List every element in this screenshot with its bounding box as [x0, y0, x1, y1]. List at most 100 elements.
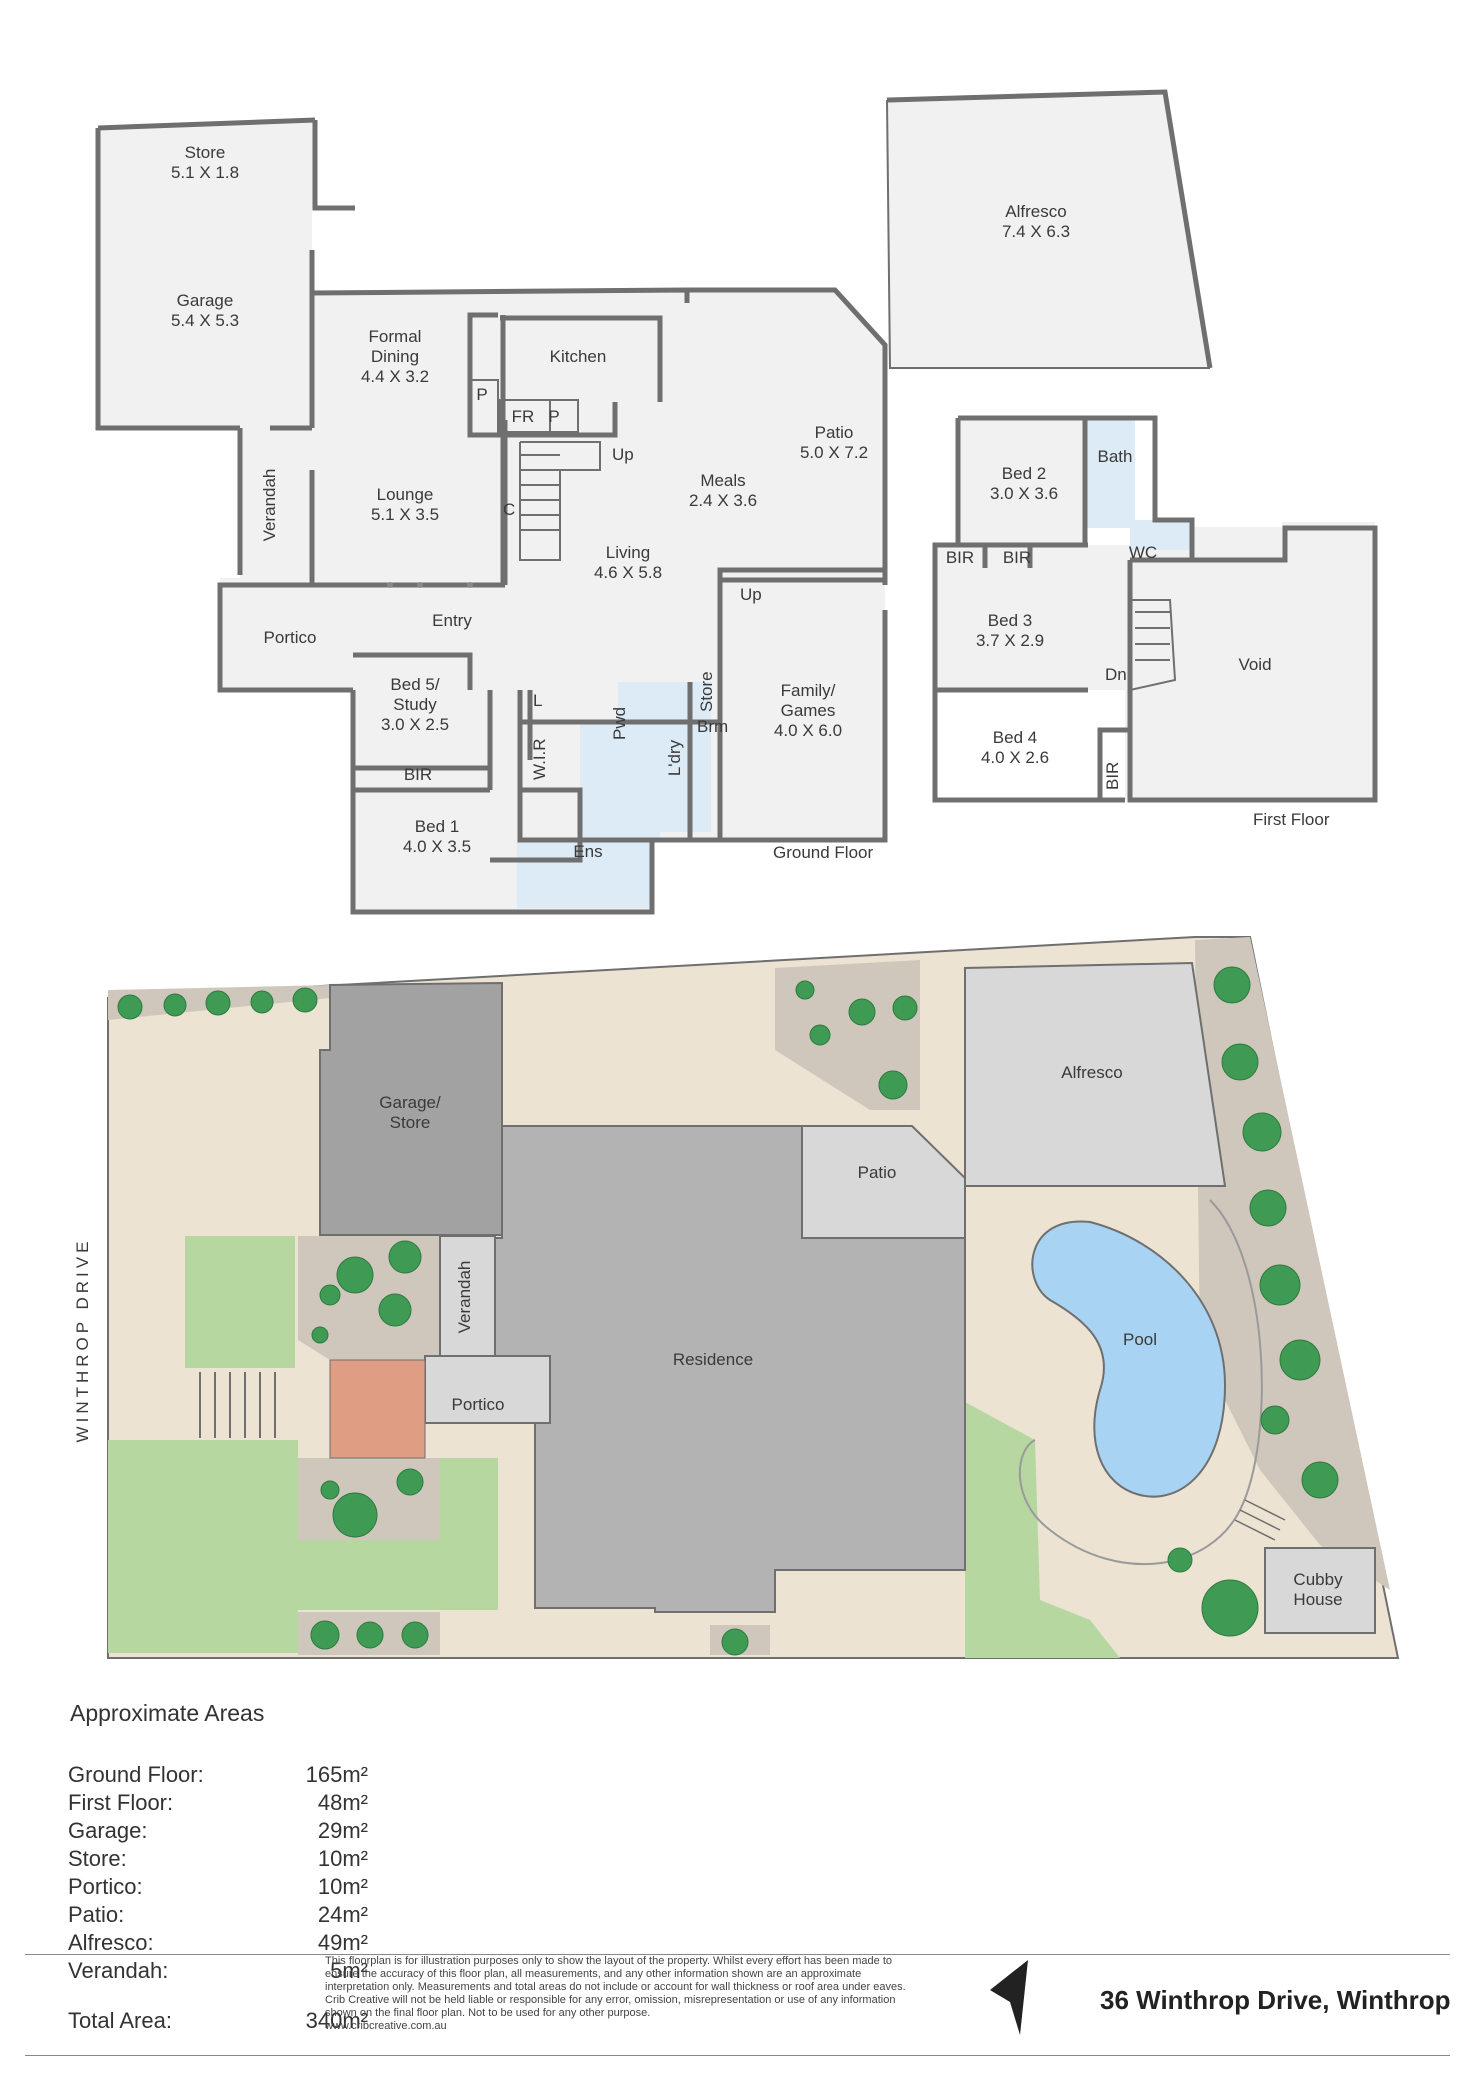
area-value: 10m² — [317, 1846, 368, 1871]
room-family-line2: Games — [781, 701, 836, 720]
label-fridge: FR — [512, 407, 535, 426]
room-bed2: Bed 2 — [1002, 464, 1046, 483]
area-row: Verandah: 5m² — [68, 1957, 368, 1985]
area-row: Patio: 24m² — [68, 1901, 368, 1929]
room-family: Family/ — [781, 681, 836, 700]
room-ens: Ens — [573, 842, 602, 861]
divider-bottom — [25, 2055, 1450, 2056]
site-alfresco: Alfresco — [1061, 1063, 1122, 1082]
label-wir: W.I.R — [530, 738, 549, 780]
room-meals: Meals — [700, 471, 745, 490]
north-label: N — [1010, 1972, 1020, 1988]
room-patio-dims: 5.0 X 7.2 — [800, 443, 868, 462]
ground-floor-plan: Store 5.1 X 1.8 Garage 5.4 X 5.3 Formal … — [95, 89, 1213, 915]
area-value: 10m² — [317, 1874, 368, 1899]
approximate-areas-panel: Approximate Areas Ground Floor: 165m² Fir… — [68, 1700, 368, 2035]
room-formal-dining-line2: Dining — [371, 347, 419, 366]
property-address: 36 Winthrop Drive, Winthrop — [1100, 1985, 1451, 2015]
area-total-value: 340m² — [305, 2008, 368, 2033]
label-stair-down: Dn — [1105, 665, 1127, 684]
label-pantry-2: P — [548, 407, 559, 426]
label-bir-2: BIR — [1003, 548, 1031, 567]
area-total-label: Total Area: — [68, 2008, 172, 2033]
area-row: Portico: 10m² — [68, 1873, 368, 1901]
website-link[interactable]: www.cribcreative.com.au — [325, 2020, 447, 2032]
disclaimer: This floorplan is for illustration purpo… — [325, 1955, 925, 2033]
site-pool: Pool — [1123, 1330, 1157, 1349]
label-broom: Brm — [697, 717, 728, 736]
area-row: Alfresco:49m² — [68, 1929, 368, 1957]
room-bed5-line2: Study — [393, 695, 437, 714]
room-lounge: Lounge — [377, 485, 434, 504]
area-label: Ground Floor: — [68, 1762, 204, 1787]
room-bed1-dims: 4.0 X 3.5 — [403, 837, 471, 856]
room-bed4: Bed 4 — [993, 728, 1037, 747]
room-wc: WC — [1129, 543, 1157, 562]
room-garage-dims: 5.4 X 5.3 — [171, 311, 239, 330]
area-label: Patio: — [68, 1902, 125, 1927]
site-verandah: Verandah — [455, 1261, 474, 1334]
north-arrow-icon: N — [990, 1960, 1028, 2035]
area-row: Store: 10m² — [68, 1845, 368, 1873]
room-laundry: L'dry — [665, 739, 684, 776]
area-row: First Floor:48m² — [68, 1789, 368, 1817]
room-bed2-dims: 3.0 X 3.6 — [990, 484, 1058, 503]
area-label: Store: — [68, 1846, 127, 1871]
label-cupboard: C — [503, 500, 515, 519]
room-living-dims: 4.6 X 5.8 — [594, 563, 662, 582]
site-plan: WINTHROP DRIVE Garage/ Store Verandah Po… — [73, 936, 1400, 1659]
label-powder: Pwd — [610, 707, 629, 740]
room-bed5-dims: 3.0 X 2.5 — [381, 715, 449, 734]
room-bed1: Bed 1 — [415, 817, 459, 836]
room-bed5: Bed 5/ — [390, 675, 439, 694]
room-entry: Entry — [432, 611, 472, 630]
label-stair-up-2: Up — [740, 585, 762, 604]
first-floor-label: First Floor — [1253, 810, 1330, 829]
room-void: Void — [1238, 655, 1271, 674]
area-value: 29m² — [317, 1818, 368, 1843]
room-bed3: Bed 3 — [988, 611, 1032, 630]
room-verandah: Verandah — [260, 469, 279, 542]
label-linen: L — [533, 691, 542, 710]
site-cubby-line2: House — [1293, 1590, 1342, 1609]
label-bir: BIR — [404, 765, 432, 784]
room-kitchen: Kitchen — [550, 347, 607, 366]
disclaimer-text: This floorplan is for illustration purpo… — [325, 1955, 906, 2019]
area-value: 165m² — [305, 1762, 368, 1787]
label-pantry: P — [476, 385, 487, 404]
area-label: Portico: — [68, 1874, 143, 1899]
label-store-small: Store — [697, 671, 716, 712]
site-patio: Patio — [858, 1163, 897, 1182]
room-store: Store — [185, 143, 226, 162]
room-store-dims: 5.1 X 1.8 — [171, 163, 239, 182]
site-garage-store: Garage/ — [379, 1093, 441, 1112]
site-garage-store-line2: Store — [390, 1113, 431, 1132]
divider-top — [25, 1954, 1450, 1955]
area-value: 49m² — [317, 1930, 368, 1955]
area-value: 5m² — [330, 1958, 368, 1983]
room-bed3-dims: 3.7 X 2.9 — [976, 631, 1044, 650]
room-bath: Bath — [1098, 447, 1133, 466]
room-lounge-dims: 5.1 X 3.5 — [371, 505, 439, 524]
area-row: Ground Floor: 165m² — [68, 1761, 368, 1789]
label-bir-3: BIR — [1103, 762, 1122, 790]
room-living: Living — [606, 543, 650, 562]
room-patio: Patio — [815, 423, 854, 442]
room-garage: Garage — [177, 291, 234, 310]
room-alfresco: Alfresco — [1005, 202, 1066, 221]
area-value: 24m² — [317, 1902, 368, 1927]
first-floor-plan: Bed 2 3.0 X 3.6 Bath WC Bed 3 3.7 X 2.9 … — [932, 415, 1378, 829]
area-value: 48m² — [317, 1790, 368, 1815]
room-bed4-dims: 4.0 X 2.6 — [981, 748, 1049, 767]
site-portico: Portico — [452, 1395, 505, 1414]
room-family-dims: 4.0 X 6.0 — [774, 721, 842, 740]
area-total-row: Total Area: 340m² — [68, 2007, 368, 2035]
area-label: Verandah: — [68, 1958, 169, 1983]
approximate-areas-title: Approximate Areas — [70, 1700, 265, 1726]
room-alfresco-dims: 7.4 X 6.3 — [1002, 222, 1070, 241]
area-label: Garage: — [68, 1818, 148, 1843]
site-cubby: Cubby — [1293, 1570, 1343, 1589]
area-row: Garage: 29m² — [68, 1817, 368, 1845]
ground-floor-label: Ground Floor — [773, 843, 873, 862]
